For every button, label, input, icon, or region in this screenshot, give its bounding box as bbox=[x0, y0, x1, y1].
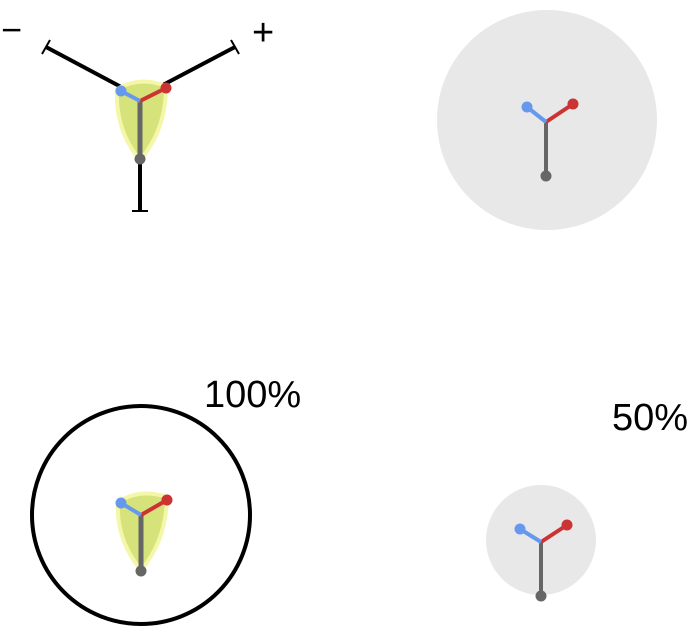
tripod-with-axes: − + bbox=[1, 9, 274, 212]
red-handle bbox=[567, 98, 579, 110]
tripod-gizmo-icon bbox=[115, 82, 172, 165]
gray-handle bbox=[540, 170, 552, 182]
gray-handle bbox=[135, 565, 147, 577]
scale-ring-icon bbox=[30, 404, 252, 626]
axis-end-ticks bbox=[41, 39, 240, 212]
tripod-gizmo-icon bbox=[514, 519, 573, 602]
blue-handle bbox=[115, 85, 127, 97]
tripod-on-small-disc-50: 50% bbox=[486, 397, 688, 602]
tripod-on-large-disc bbox=[437, 10, 657, 230]
red-handle bbox=[561, 519, 573, 531]
scale-label-50: 50% bbox=[612, 397, 688, 439]
axis-left-tick bbox=[41, 39, 51, 55]
tripod-in-ring-100: 100% bbox=[30, 374, 301, 626]
gray-handle bbox=[134, 153, 146, 165]
gray-handle bbox=[535, 590, 547, 602]
scale-label-100: 100% bbox=[204, 374, 301, 416]
minus-label: − bbox=[1, 9, 22, 50]
blue-handle bbox=[115, 497, 127, 509]
tripod-gizmo-icon bbox=[521, 98, 579, 182]
blue-handle bbox=[514, 523, 526, 535]
tripod-gizmo-icon bbox=[115, 494, 173, 577]
blue-handle bbox=[521, 101, 533, 113]
red-handle bbox=[161, 494, 173, 506]
red-handle bbox=[160, 82, 172, 94]
axis-right-tick bbox=[230, 39, 240, 55]
plus-label: + bbox=[252, 12, 274, 54]
